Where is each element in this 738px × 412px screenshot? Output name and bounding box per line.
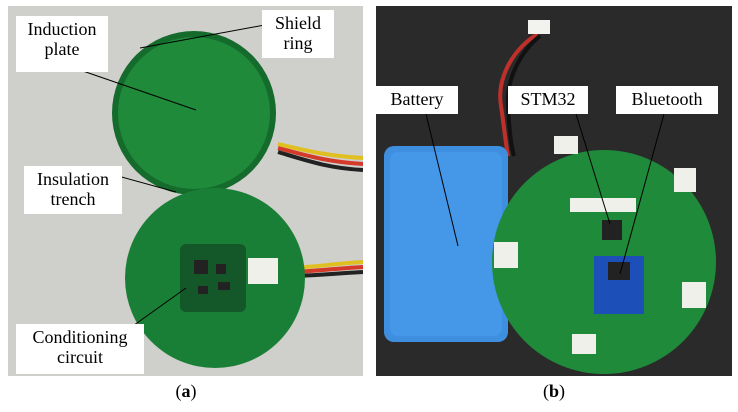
connector: [248, 258, 278, 284]
panel-a-photo: [79, 23, 363, 368]
caption-a-letter: a: [181, 381, 191, 401]
induction-plate-disk: [118, 37, 270, 189]
photo-panel-b: Battery STM32 Bluetooth: [376, 6, 732, 376]
label-shield-ring: Shield ring: [262, 10, 334, 58]
caption-a: (a): [146, 381, 226, 402]
photo-panel-a: Induction plate Shield ring Insulation t…: [8, 6, 363, 376]
label-conditioning-circuit: Conditioning circuit: [16, 324, 144, 374]
label-stm32: STM32: [508, 86, 588, 114]
caption-b-letter: b: [548, 381, 559, 401]
wire-connector: [528, 20, 550, 34]
stm32-chip: [602, 220, 622, 240]
caption-a-open: (: [175, 381, 182, 401]
conditioning-circuit-board: [180, 244, 246, 312]
label-induction-plate: Induction plate: [16, 16, 108, 72]
caption-a-close: ): [190, 381, 197, 401]
label-insulation-trench: Insulation trench: [24, 166, 122, 214]
caption-b-close: ): [559, 381, 565, 401]
label-battery: Battery: [376, 86, 458, 114]
caption-b: (b): [514, 381, 594, 402]
label-bluetooth: Bluetooth: [616, 86, 718, 114]
panel-b-photo: [384, 20, 716, 374]
caption-b-open: (: [542, 381, 549, 401]
